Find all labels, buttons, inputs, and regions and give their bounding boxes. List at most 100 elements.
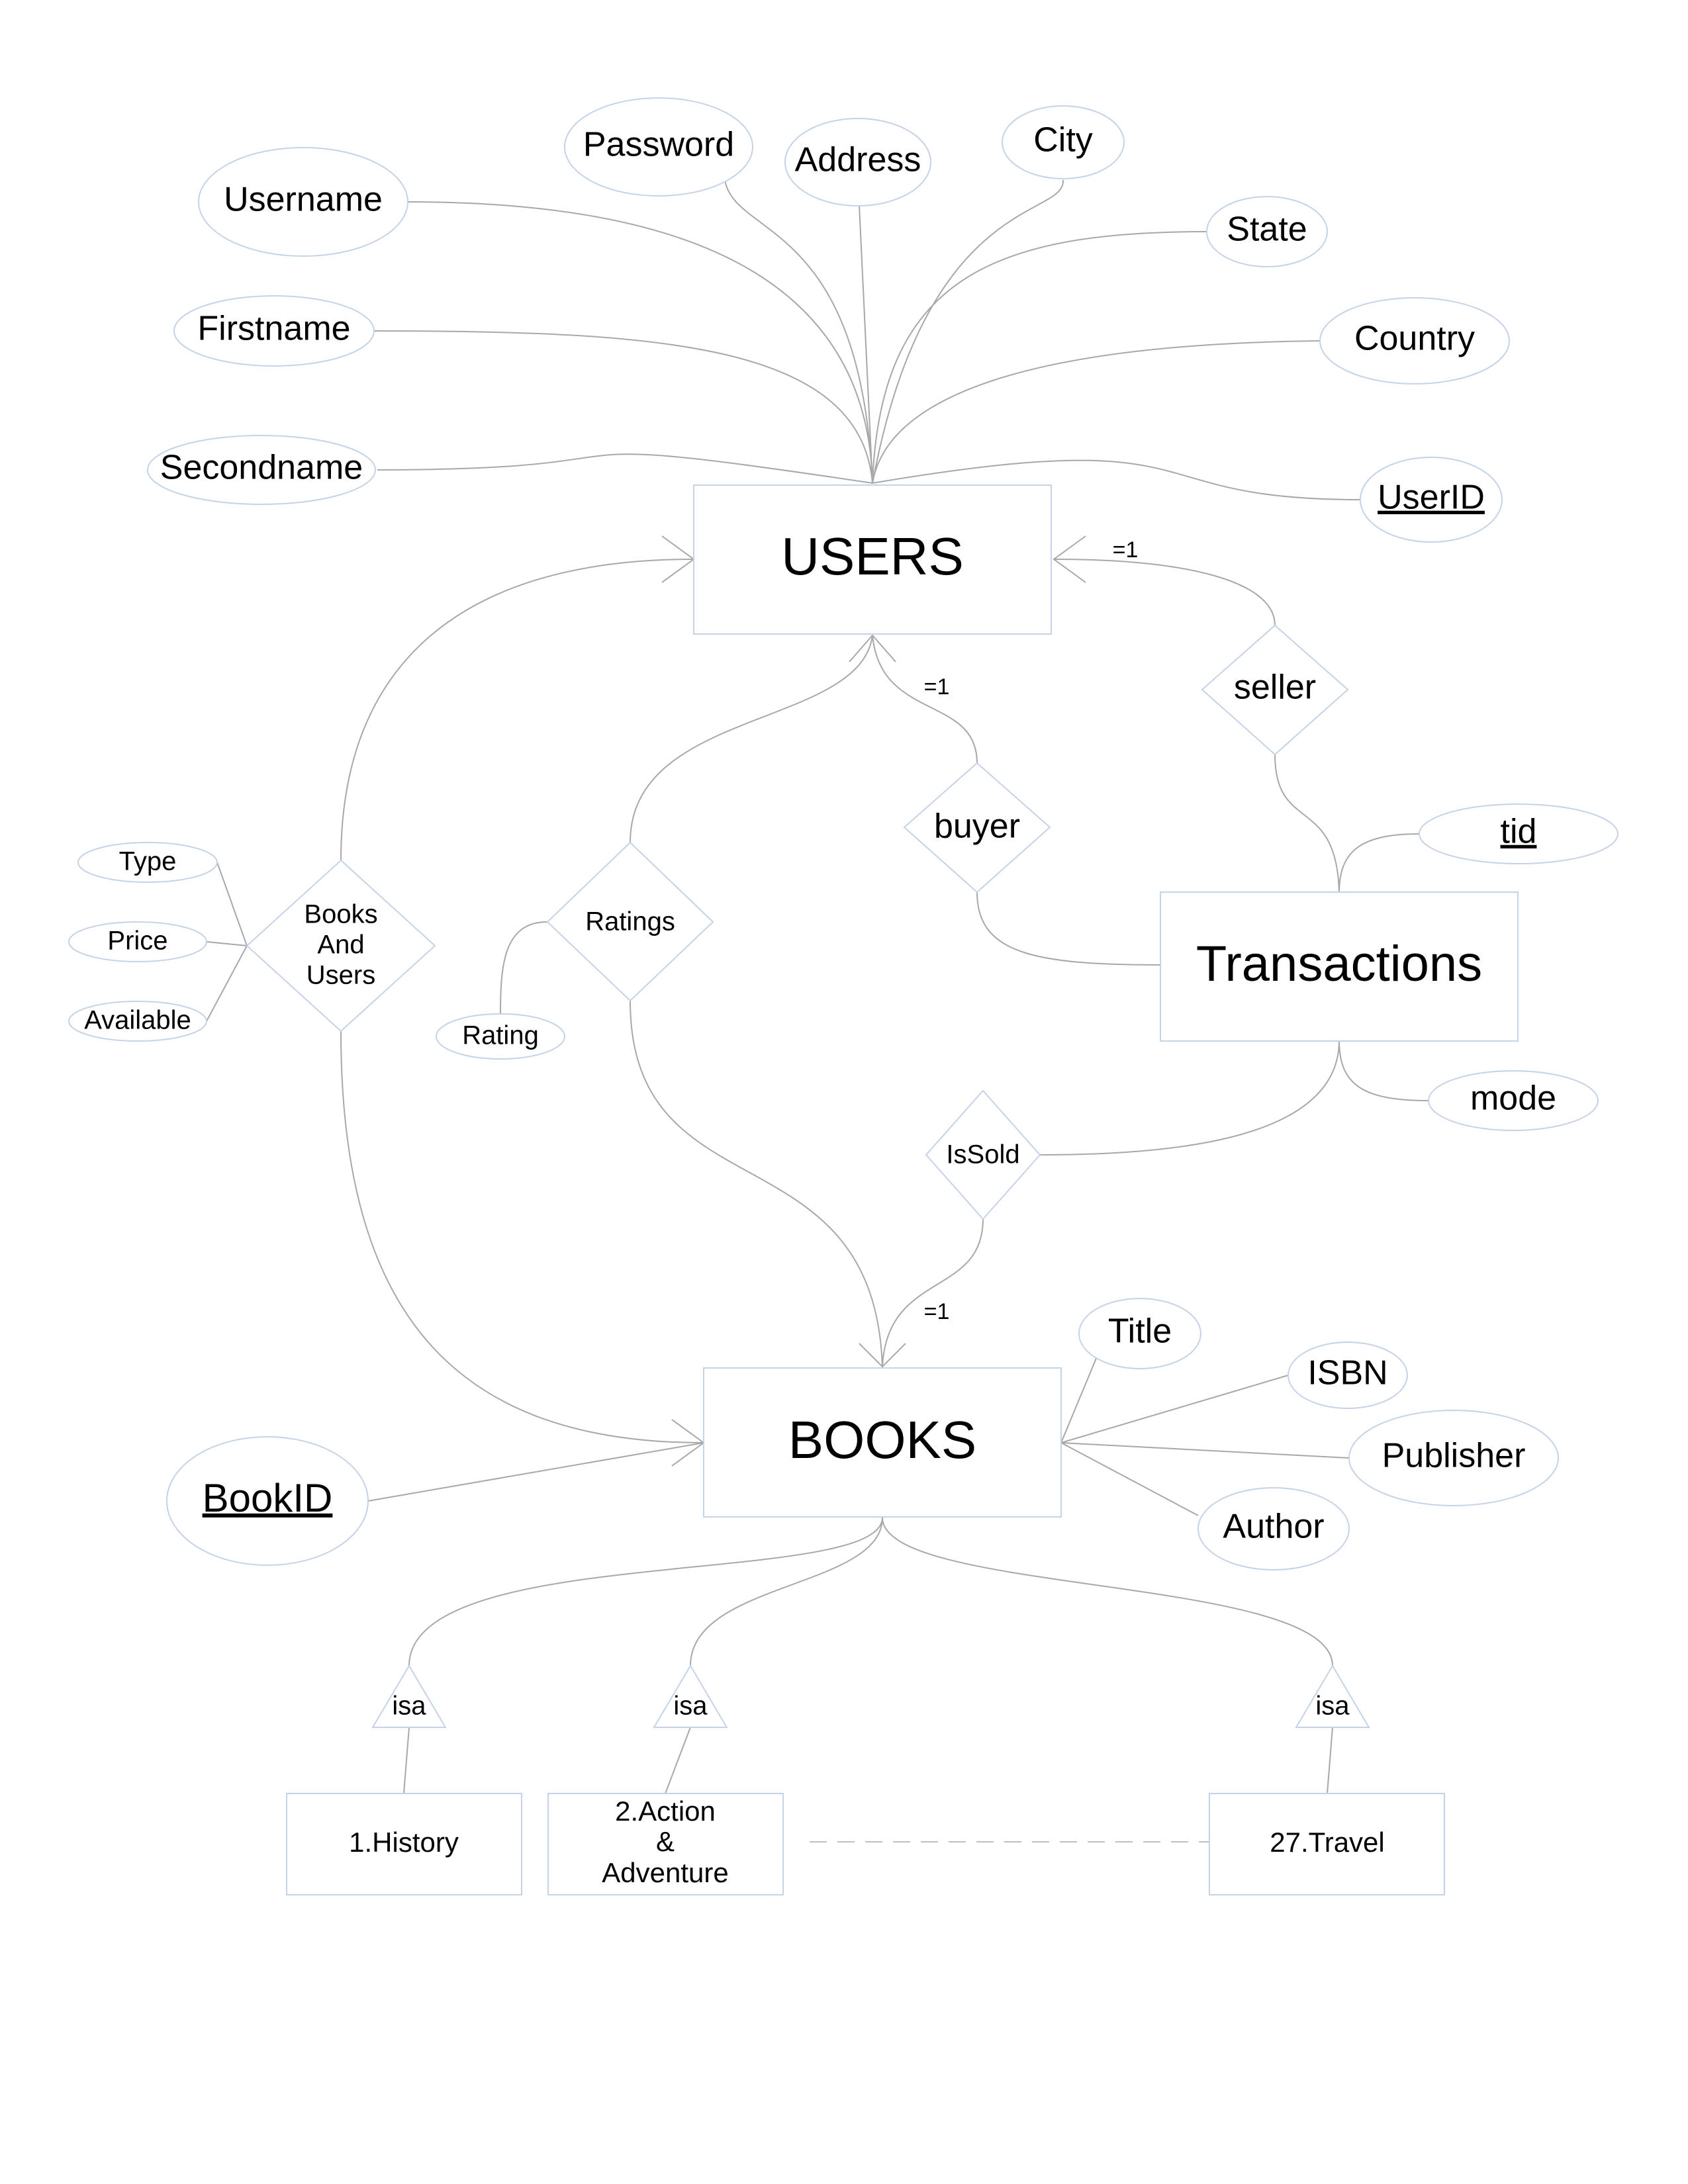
relationship-seller-label: seller — [1234, 668, 1316, 707]
attribute-available: Available — [68, 1001, 207, 1042]
link-available-bau — [206, 945, 248, 1022]
attribute-rating-label: Rating — [462, 1021, 539, 1050]
link-isa-travel — [1327, 1727, 1333, 1794]
attribute-secondname: Secondname — [147, 435, 376, 505]
relationship-books-and-users-line3: Users — [306, 961, 375, 990]
cardinality-seller-users: =1 — [1113, 537, 1139, 563]
link-isa-history — [403, 1727, 410, 1794]
link-transactions-issold — [1039, 1040, 1340, 1156]
attribute-address: Address — [784, 118, 931, 206]
relationship-books-and-users-line1: Books — [304, 900, 377, 929]
entity-users-label: USERS — [781, 527, 964, 586]
link-buyer-users — [872, 635, 978, 764]
link-bookid-books — [367, 1442, 704, 1502]
link-books-isa-travel — [882, 1517, 1333, 1666]
relationship-ratings-label: Ratings — [585, 907, 675, 936]
relationship-issold-label: IsSold — [946, 1140, 1019, 1169]
link-rating-ratings — [500, 921, 548, 1016]
link-mode-transactions — [1338, 1040, 1429, 1101]
link-isa-action — [665, 1727, 691, 1794]
subclass-history-label: 1.History — [349, 1827, 459, 1858]
isa-history-label: isa — [392, 1692, 426, 1721]
attribute-available-label: Available — [84, 1006, 191, 1035]
attribute-title-label: Title — [1108, 1312, 1172, 1351]
relationship-issold: IsSold — [925, 1089, 1041, 1220]
attribute-tid: tid — [1419, 803, 1618, 864]
link-username-users — [407, 201, 873, 484]
link-state-users — [872, 231, 1208, 484]
attribute-firstname-label: Firstname — [197, 310, 350, 348]
attribute-password-label: Password — [583, 126, 734, 164]
relationship-books-and-users: Books And Users — [246, 859, 436, 1032]
relationship-ratings: Ratings — [546, 841, 714, 1002]
attribute-isbn-label: ISBN — [1307, 1354, 1387, 1392]
attribute-title: Title — [1078, 1298, 1201, 1369]
attribute-author: Author — [1197, 1487, 1350, 1570]
link-issold-books — [882, 1218, 984, 1367]
link-address-users — [859, 205, 873, 484]
subclass-action-line3: Adventure — [602, 1857, 728, 1888]
attribute-author-label: Author — [1223, 1508, 1324, 1546]
attribute-address-label: Address — [795, 141, 921, 179]
attribute-state: State — [1206, 196, 1328, 267]
link-password-users — [724, 179, 873, 484]
subclass-history: 1.History — [286, 1793, 522, 1895]
attribute-price-label: Price — [107, 927, 167, 956]
link-books-isa-action — [690, 1517, 883, 1666]
attribute-mode-label: mode — [1470, 1079, 1556, 1118]
link-ratings-books — [630, 1000, 883, 1367]
link-title-books — [1060, 1356, 1098, 1443]
link-bau-users — [340, 559, 694, 861]
attribute-userid-label: UserID — [1378, 478, 1485, 517]
isa-history: isa — [371, 1664, 447, 1728]
isa-travel-label: isa — [1315, 1692, 1350, 1721]
attribute-mode: mode — [1428, 1070, 1599, 1131]
link-tid-transactions — [1338, 833, 1420, 894]
entity-users: USERS — [693, 484, 1052, 635]
link-price-bau — [206, 941, 248, 946]
link-secondname-users — [377, 453, 873, 484]
link-buyer-transactions — [976, 891, 1161, 966]
link-seller-users — [1053, 559, 1276, 626]
attribute-publisher-label: Publisher — [1382, 1437, 1526, 1475]
cardinality-buyer-users: =1 — [924, 674, 950, 700]
attribute-country-label: Country — [1354, 320, 1475, 358]
link-ratings-users — [630, 635, 873, 843]
entity-books: BOOKS — [703, 1367, 1062, 1518]
link-publisher-books — [1060, 1442, 1350, 1459]
attribute-state-label: State — [1227, 210, 1307, 249]
attribute-secondname-label: Secondname — [160, 449, 363, 487]
link-bau-books — [340, 1030, 704, 1443]
attribute-firstname: Firstname — [173, 295, 375, 367]
attribute-publisher: Publisher — [1348, 1410, 1559, 1506]
isa-action: isa — [653, 1664, 728, 1728]
link-type-bau — [216, 862, 248, 946]
link-seller-transactions — [1274, 754, 1340, 894]
connectors — [206, 179, 1429, 1843]
attribute-city-label: City — [1033, 121, 1093, 159]
link-city-users — [872, 179, 1064, 484]
attribute-country: Country — [1319, 297, 1510, 385]
arrow-seller-users — [1053, 535, 1086, 583]
link-isbn-books — [1060, 1375, 1289, 1443]
relationship-buyer-label: buyer — [934, 807, 1020, 846]
isa-action-label: isa — [673, 1692, 708, 1721]
cardinality-issold-books: =1 — [924, 1299, 950, 1324]
isa-travel: isa — [1295, 1664, 1370, 1728]
subclass-travel: 27.Travel — [1209, 1793, 1445, 1895]
attribute-password: Password — [564, 97, 753, 197]
attribute-username-label: Username — [224, 181, 383, 219]
attribute-type-label: Type — [119, 847, 177, 876]
link-firstname-users — [372, 330, 873, 484]
attribute-type: Type — [77, 842, 218, 883]
relationship-books-and-users-line2: And — [317, 931, 364, 960]
attribute-username: Username — [198, 147, 408, 257]
relationship-seller: seller — [1201, 624, 1349, 756]
attribute-rating: Rating — [436, 1013, 565, 1060]
attribute-bookid-label: BookID — [203, 1476, 333, 1520]
attribute-tid-label: tid — [1501, 813, 1537, 851]
attribute-city: City — [1002, 105, 1125, 179]
entity-transactions: Transactions — [1160, 891, 1519, 1042]
attribute-bookid: BookID — [166, 1436, 369, 1566]
